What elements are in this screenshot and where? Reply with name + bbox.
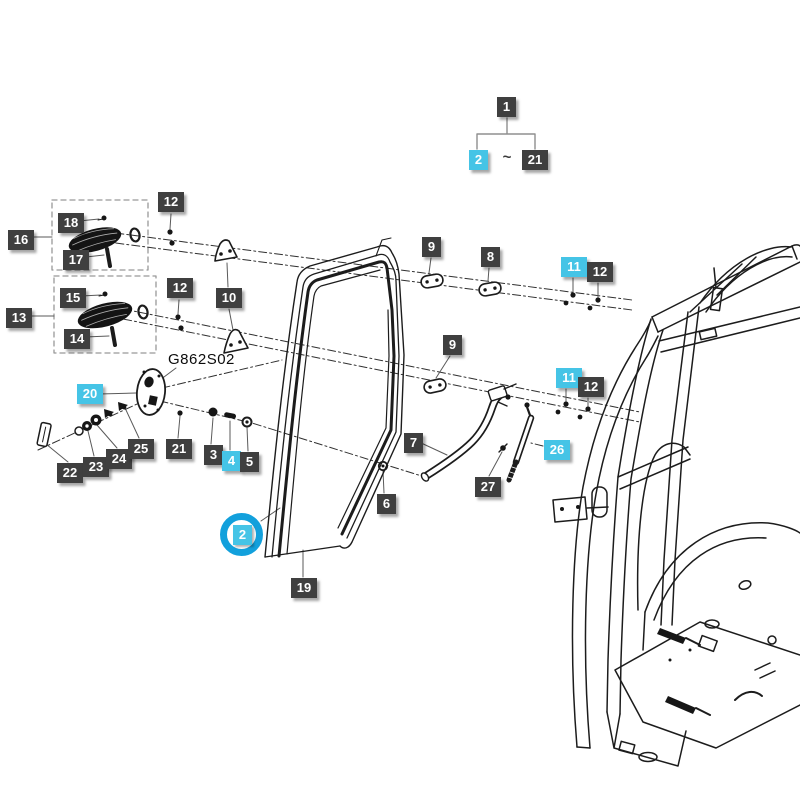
part-label-21[interactable]: 21 — [166, 439, 192, 459]
door-seal — [264, 237, 405, 558]
part-label-19[interactable]: 19 — [291, 578, 317, 598]
lock-plate — [135, 368, 167, 416]
part-label-10[interactable]: 10 — [216, 288, 242, 308]
part-label-2-selected[interactable]: 2 — [233, 524, 252, 545]
part-label-12-a[interactable]: 12 — [158, 192, 184, 212]
part-label-15[interactable]: 15 — [60, 288, 86, 308]
part-range-end-21[interactable]: 21 — [522, 150, 548, 170]
hinge-plate — [214, 239, 249, 354]
gas-strut — [498, 402, 535, 483]
part-label-6[interactable]: 6 — [377, 494, 396, 514]
part-label-18[interactable]: 18 — [58, 213, 84, 233]
part-label-4[interactable]: 4 — [222, 451, 241, 471]
part-label-13[interactable]: 13 — [6, 308, 32, 328]
part-label-20[interactable]: 20 — [77, 384, 103, 404]
part-label-26[interactable]: 26 — [544, 440, 570, 460]
door-handle-a — [68, 215, 141, 268]
part-label-11-b[interactable]: 11 — [556, 368, 582, 388]
part-label-27[interactable]: 27 — [475, 477, 501, 497]
part-label-11-a[interactable]: 11 — [561, 257, 587, 277]
small-hardware — [36, 407, 389, 472]
part-label-9-b[interactable]: 9 — [443, 335, 462, 355]
group-box — [51, 199, 157, 354]
part-label-14[interactable]: 14 — [64, 329, 90, 349]
selected-part-ring[interactable]: 2 — [220, 513, 263, 556]
part-code-text: G862S02 — [168, 351, 235, 368]
door-handle-b — [77, 291, 149, 347]
part-label-5[interactable]: 5 — [240, 452, 259, 472]
range-tilde: ~ — [502, 149, 512, 166]
part-label-9-a[interactable]: 9 — [422, 237, 441, 257]
part-label-25[interactable]: 25 — [128, 439, 154, 459]
part-label-24[interactable]: 24 — [106, 449, 132, 469]
part-range-start-2[interactable]: 2 — [469, 150, 488, 170]
cab-frame — [552, 244, 800, 767]
part-label-12-d[interactable]: 12 — [578, 377, 604, 397]
leader-lines — [26, 213, 599, 578]
part-label-16[interactable]: 16 — [8, 230, 34, 250]
tree-bracket — [476, 117, 536, 150]
screw-dots — [104, 229, 601, 420]
part-label-3[interactable]: 3 — [204, 445, 223, 465]
part-label-23[interactable]: 23 — [83, 457, 109, 477]
door-grip-handle — [420, 383, 517, 482]
part-label-8[interactable]: 8 — [481, 247, 500, 267]
striker-plate — [420, 273, 502, 394]
part-label-12-c[interactable]: 12 — [587, 262, 613, 282]
part-label-7[interactable]: 7 — [404, 433, 423, 453]
part-label-12-b[interactable]: 12 — [167, 278, 193, 298]
part-label-17[interactable]: 17 — [63, 250, 89, 270]
part-label-22[interactable]: 22 — [57, 463, 83, 483]
part-label-1[interactable]: 1 — [497, 97, 516, 117]
